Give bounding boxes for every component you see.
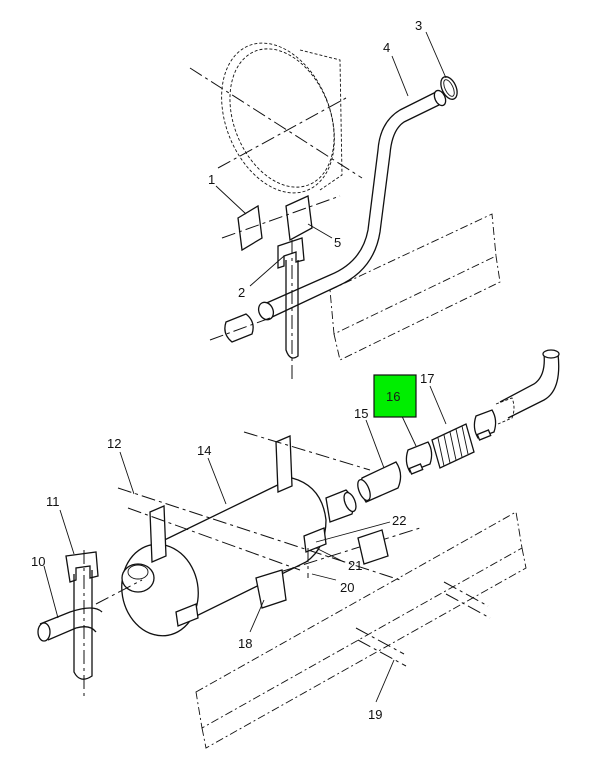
callout-22[interactable]: 22: [392, 513, 406, 528]
callout-20[interactable]: 20: [340, 580, 354, 595]
callout-17[interactable]: 17: [420, 371, 434, 386]
frame-rail-upper: [329, 213, 501, 361]
pipe-section: [357, 461, 402, 503]
centerlines-lower: [95, 431, 421, 605]
callout-16-highlight: [373, 374, 417, 418]
callout-21[interactable]: 21: [348, 558, 362, 573]
callout-14[interactable]: 14: [197, 443, 211, 458]
callout-15[interactable]: 15: [354, 406, 368, 421]
muffler-body: [121, 435, 357, 637]
leader-lines: [43, 31, 447, 703]
callout-5[interactable]: 5: [334, 235, 341, 250]
callout-1[interactable]: 1: [208, 172, 215, 187]
clamp-ring: [440, 76, 458, 100]
callout-18[interactable]: 18: [238, 636, 252, 651]
intake-elbow: [37, 607, 103, 642]
callout-10[interactable]: 10: [31, 554, 45, 569]
callout-12[interactable]: 12: [107, 436, 121, 451]
u-bolt-clamp-upper: [209, 237, 305, 380]
hangers-lower: [255, 527, 389, 609]
callout-3[interactable]: 3: [415, 18, 422, 33]
bracket-upper: [221, 195, 341, 252]
tail-pipe-upper: [257, 89, 447, 321]
u-bolt-clamp-lower: [65, 550, 99, 700]
callout-11[interactable]: 11: [46, 494, 60, 509]
frame-rail-lower: [195, 511, 527, 749]
callout-2[interactable]: 2: [238, 285, 245, 300]
callout-16[interactable]: 16: [386, 389, 400, 404]
callout-19[interactable]: 19: [368, 707, 382, 722]
callout-4[interactable]: 4: [383, 40, 390, 55]
elbow-pipe-rear: [495, 349, 560, 425]
fan-shroud-ring: [189, 42, 363, 194]
flex-bellows: [405, 409, 497, 475]
